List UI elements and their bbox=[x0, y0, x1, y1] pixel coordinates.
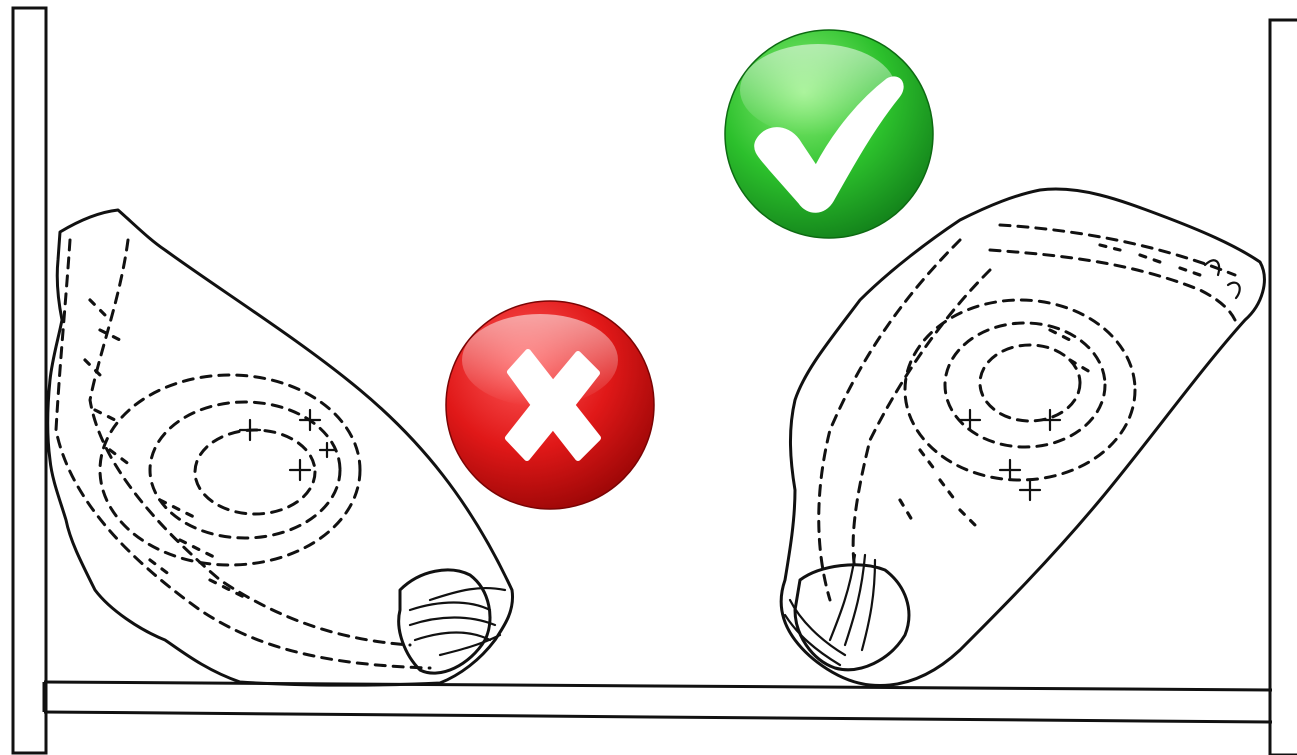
right-post bbox=[1270, 20, 1297, 755]
bag-correct bbox=[781, 189, 1264, 685]
bag-incorrect bbox=[48, 210, 513, 685]
cabinet-frame bbox=[13, 8, 1297, 755]
correct-badge bbox=[725, 30, 933, 238]
bag-cap bbox=[399, 570, 490, 673]
incorrect-badge bbox=[446, 301, 654, 509]
left-post bbox=[13, 8, 46, 753]
bag-outline bbox=[781, 189, 1264, 685]
shelf-board bbox=[44, 682, 1272, 722]
bag-cap bbox=[795, 565, 909, 670]
